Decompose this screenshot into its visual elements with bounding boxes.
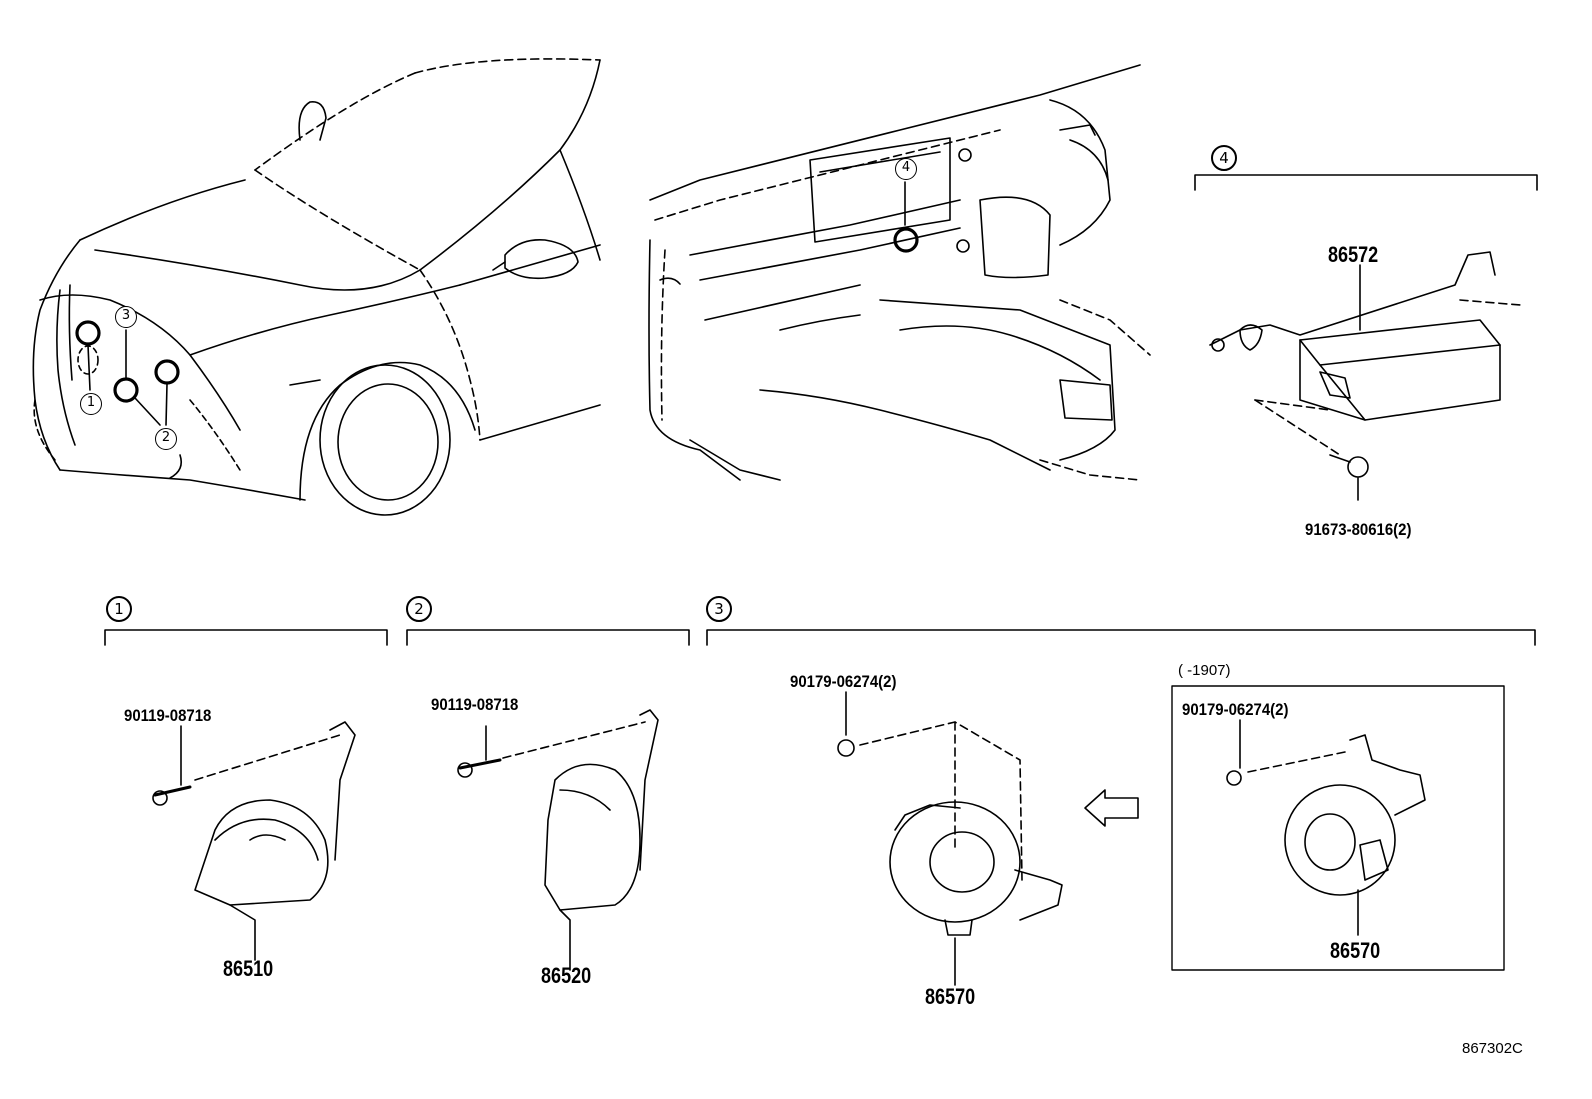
group-4-marker: 4 — [1211, 145, 1237, 171]
vehicle-front-view — [32, 58, 601, 516]
callout-2-front: 2 — [155, 428, 177, 450]
callout-1-front: 1 — [80, 393, 102, 415]
bolt-90119-08718-label-2: 90119-08718 — [431, 695, 519, 714]
part-86570-label: 86570 — [925, 984, 976, 1009]
variant-nut-90179-06274-label: 90179-06274(2) — [1182, 700, 1289, 719]
spiral-cable-illustration — [837, 691, 1139, 986]
variant-date-note: ( -1907) — [1178, 662, 1231, 679]
vehicle-interior-view — [648, 64, 1151, 481]
part-86520-label: 86520 — [541, 963, 592, 988]
horn-86510-illustration — [152, 721, 356, 961]
part-86572-label: 86572 — [1328, 242, 1379, 267]
part-86510-label: 86510 — [223, 956, 274, 981]
bolt-90119-08718-label-1: 90119-08718 — [124, 706, 212, 725]
callout-4-interior: 4 — [895, 158, 917, 180]
callout-3-front: 3 — [115, 306, 137, 328]
variant-part-86570-label: 86570 — [1330, 938, 1381, 963]
screw-91673-80616-label: 91673-80616(2) — [1305, 520, 1412, 539]
ecu-assembly — [1194, 174, 1538, 501]
horn-86520-illustration — [457, 709, 659, 971]
group-3-marker: 3 — [706, 596, 732, 622]
nut-90179-06274-label: 90179-06274(2) — [790, 672, 897, 691]
group-1-marker: 1 — [106, 596, 132, 622]
variant-spiral-cable-illustration — [1171, 685, 1505, 971]
figure-id: 867302C — [1462, 1040, 1523, 1057]
group-2-marker: 2 — [406, 596, 432, 622]
